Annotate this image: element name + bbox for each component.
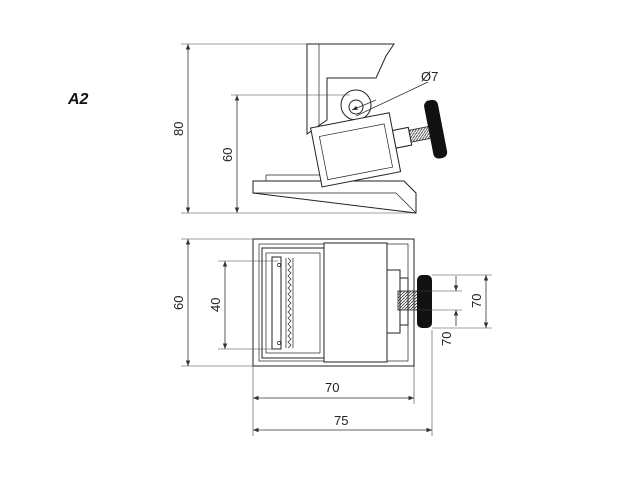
moving-jaw-block: [323, 242, 388, 363]
clamp-screw: [397, 290, 419, 311]
serrated-jaw: [287, 257, 292, 349]
knob-dim-a-label: 70: [469, 294, 484, 308]
knob-dim-b-label: 70: [439, 332, 454, 346]
depth-overall-label: 60: [171, 296, 186, 310]
pivot-hole: [348, 99, 364, 115]
side-view: Ø7 80 60: [171, 43, 448, 214]
clamp-knob-top: [417, 275, 432, 328]
clamp-knob: [424, 99, 448, 159]
height-overall-label: 80: [171, 122, 186, 136]
pivot-diameter-label: Ø7: [421, 69, 438, 84]
figure-tag: A2: [67, 91, 89, 108]
jaw-width-label: 40: [208, 298, 223, 312]
overall-length-label: 75: [334, 413, 348, 428]
height-pivot-label: 60: [220, 148, 235, 162]
base-width-label: 70: [325, 380, 339, 395]
base-plate: [252, 180, 417, 214]
top-view: 60 40 70 75 70 70: [171, 238, 492, 436]
vise-head: [310, 99, 448, 188]
